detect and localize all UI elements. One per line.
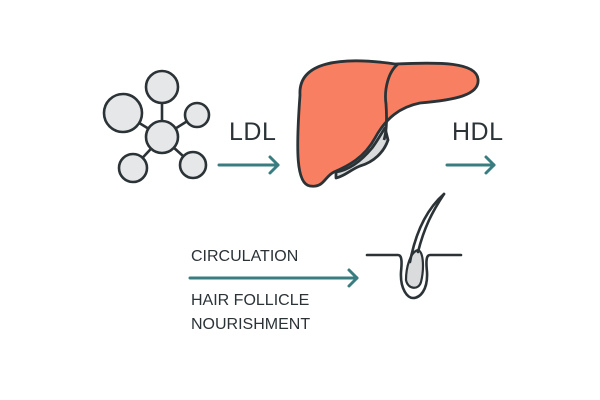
- ldl-arrow: [217, 155, 280, 175]
- hdl-label: HDL: [452, 118, 504, 146]
- liver-icon: [296, 59, 480, 188]
- hair-follicle-label-line1: HAIR FOLLICLE: [191, 292, 310, 309]
- hair-follicle-icon: [365, 192, 463, 300]
- circulation-arrow: [188, 268, 359, 288]
- ldl-label: LDL: [229, 118, 277, 146]
- lipoprotein-molecule-icon: [102, 69, 211, 184]
- hair-follicle-label-line2: NOURISHMENT: [191, 316, 311, 333]
- circulation-label: CIRCULATION: [191, 248, 299, 265]
- hdl-arrow: [445, 155, 496, 175]
